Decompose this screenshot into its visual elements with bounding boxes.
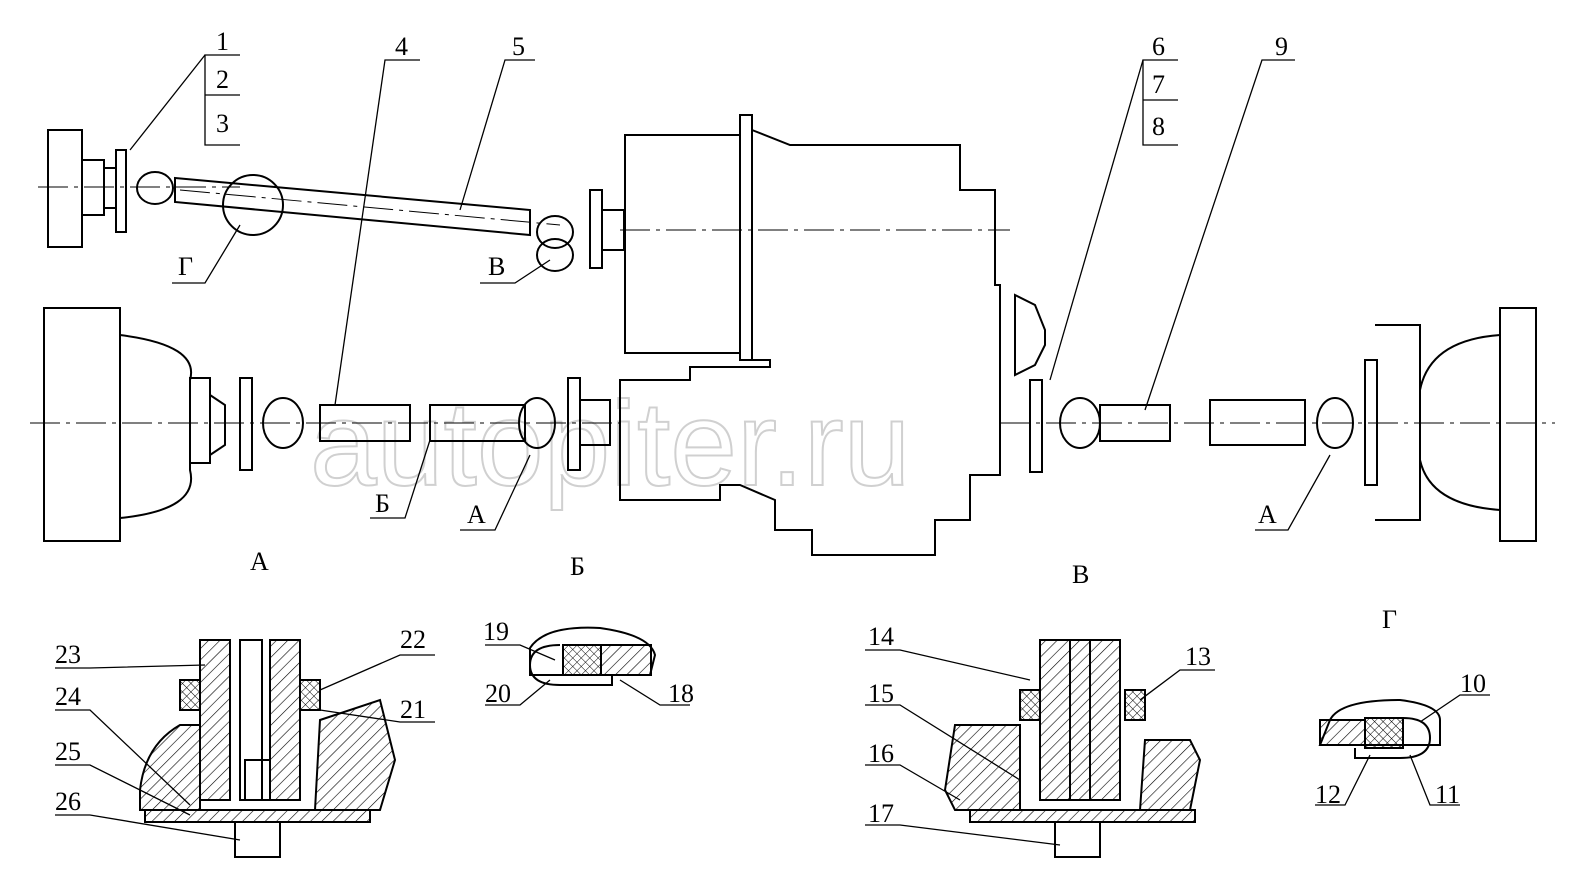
detail-11: 11 [1435, 780, 1460, 809]
detail-21: 21 [400, 695, 426, 724]
detail-v [943, 639, 1202, 858]
section-title-g: Г [1382, 605, 1397, 634]
callout-1: 1 [216, 27, 229, 56]
lower-cardan-shafts [30, 307, 1555, 542]
callout-2: 2 [216, 65, 229, 94]
detail-16: 16 [868, 739, 894, 768]
callout-3: 3 [216, 109, 229, 138]
detail-12: 12 [1315, 780, 1341, 809]
callout-4: 4 [395, 32, 408, 61]
detail-10: 10 [1460, 669, 1486, 698]
upper-cardan-shaft [38, 129, 625, 272]
section-title-b: Б [570, 552, 585, 581]
callout-8: 8 [1152, 112, 1165, 141]
callout-9: 9 [1275, 32, 1288, 61]
section-title-a: А [250, 547, 269, 576]
callout-g: Г [178, 252, 193, 281]
callout-6: 6 [1152, 32, 1165, 61]
detail-15: 15 [868, 679, 894, 708]
callout-5: 5 [512, 32, 525, 61]
transfer-case [619, 114, 1046, 556]
detail-13: 13 [1185, 642, 1211, 671]
section-title-v: В [1072, 560, 1089, 589]
detail-18: 18 [668, 679, 694, 708]
callout-b: Б [375, 489, 390, 518]
callout-v: В [488, 252, 505, 281]
detail-callouts: 10 11 12 13 14 15 16 17 18 19 20 21 22 2… [55, 617, 1486, 828]
detail-26: 26 [55, 787, 81, 816]
callout-a-left: А [467, 500, 486, 529]
detail-20: 20 [485, 679, 511, 708]
callout-7: 7 [1152, 70, 1165, 99]
detail-a [139, 639, 397, 858]
detail-leaders [55, 644, 1490, 846]
detail-17: 17 [868, 799, 894, 828]
callout-a-right: А [1258, 500, 1277, 529]
section-titles: А Б В Г [250, 547, 1397, 634]
detail-23: 23 [55, 640, 81, 669]
detail-14: 14 [868, 622, 894, 651]
detail-22: 22 [400, 625, 426, 654]
detail-25: 25 [55, 737, 81, 766]
detail-b [528, 626, 657, 686]
detail-24: 24 [55, 682, 81, 711]
leader-lines [129, 54, 1331, 531]
part-callouts: 1 2 3 4 5 6 7 8 9 Г В Б А А [178, 27, 1288, 529]
detail-19: 19 [483, 617, 509, 646]
detail-g [1318, 698, 1441, 759]
